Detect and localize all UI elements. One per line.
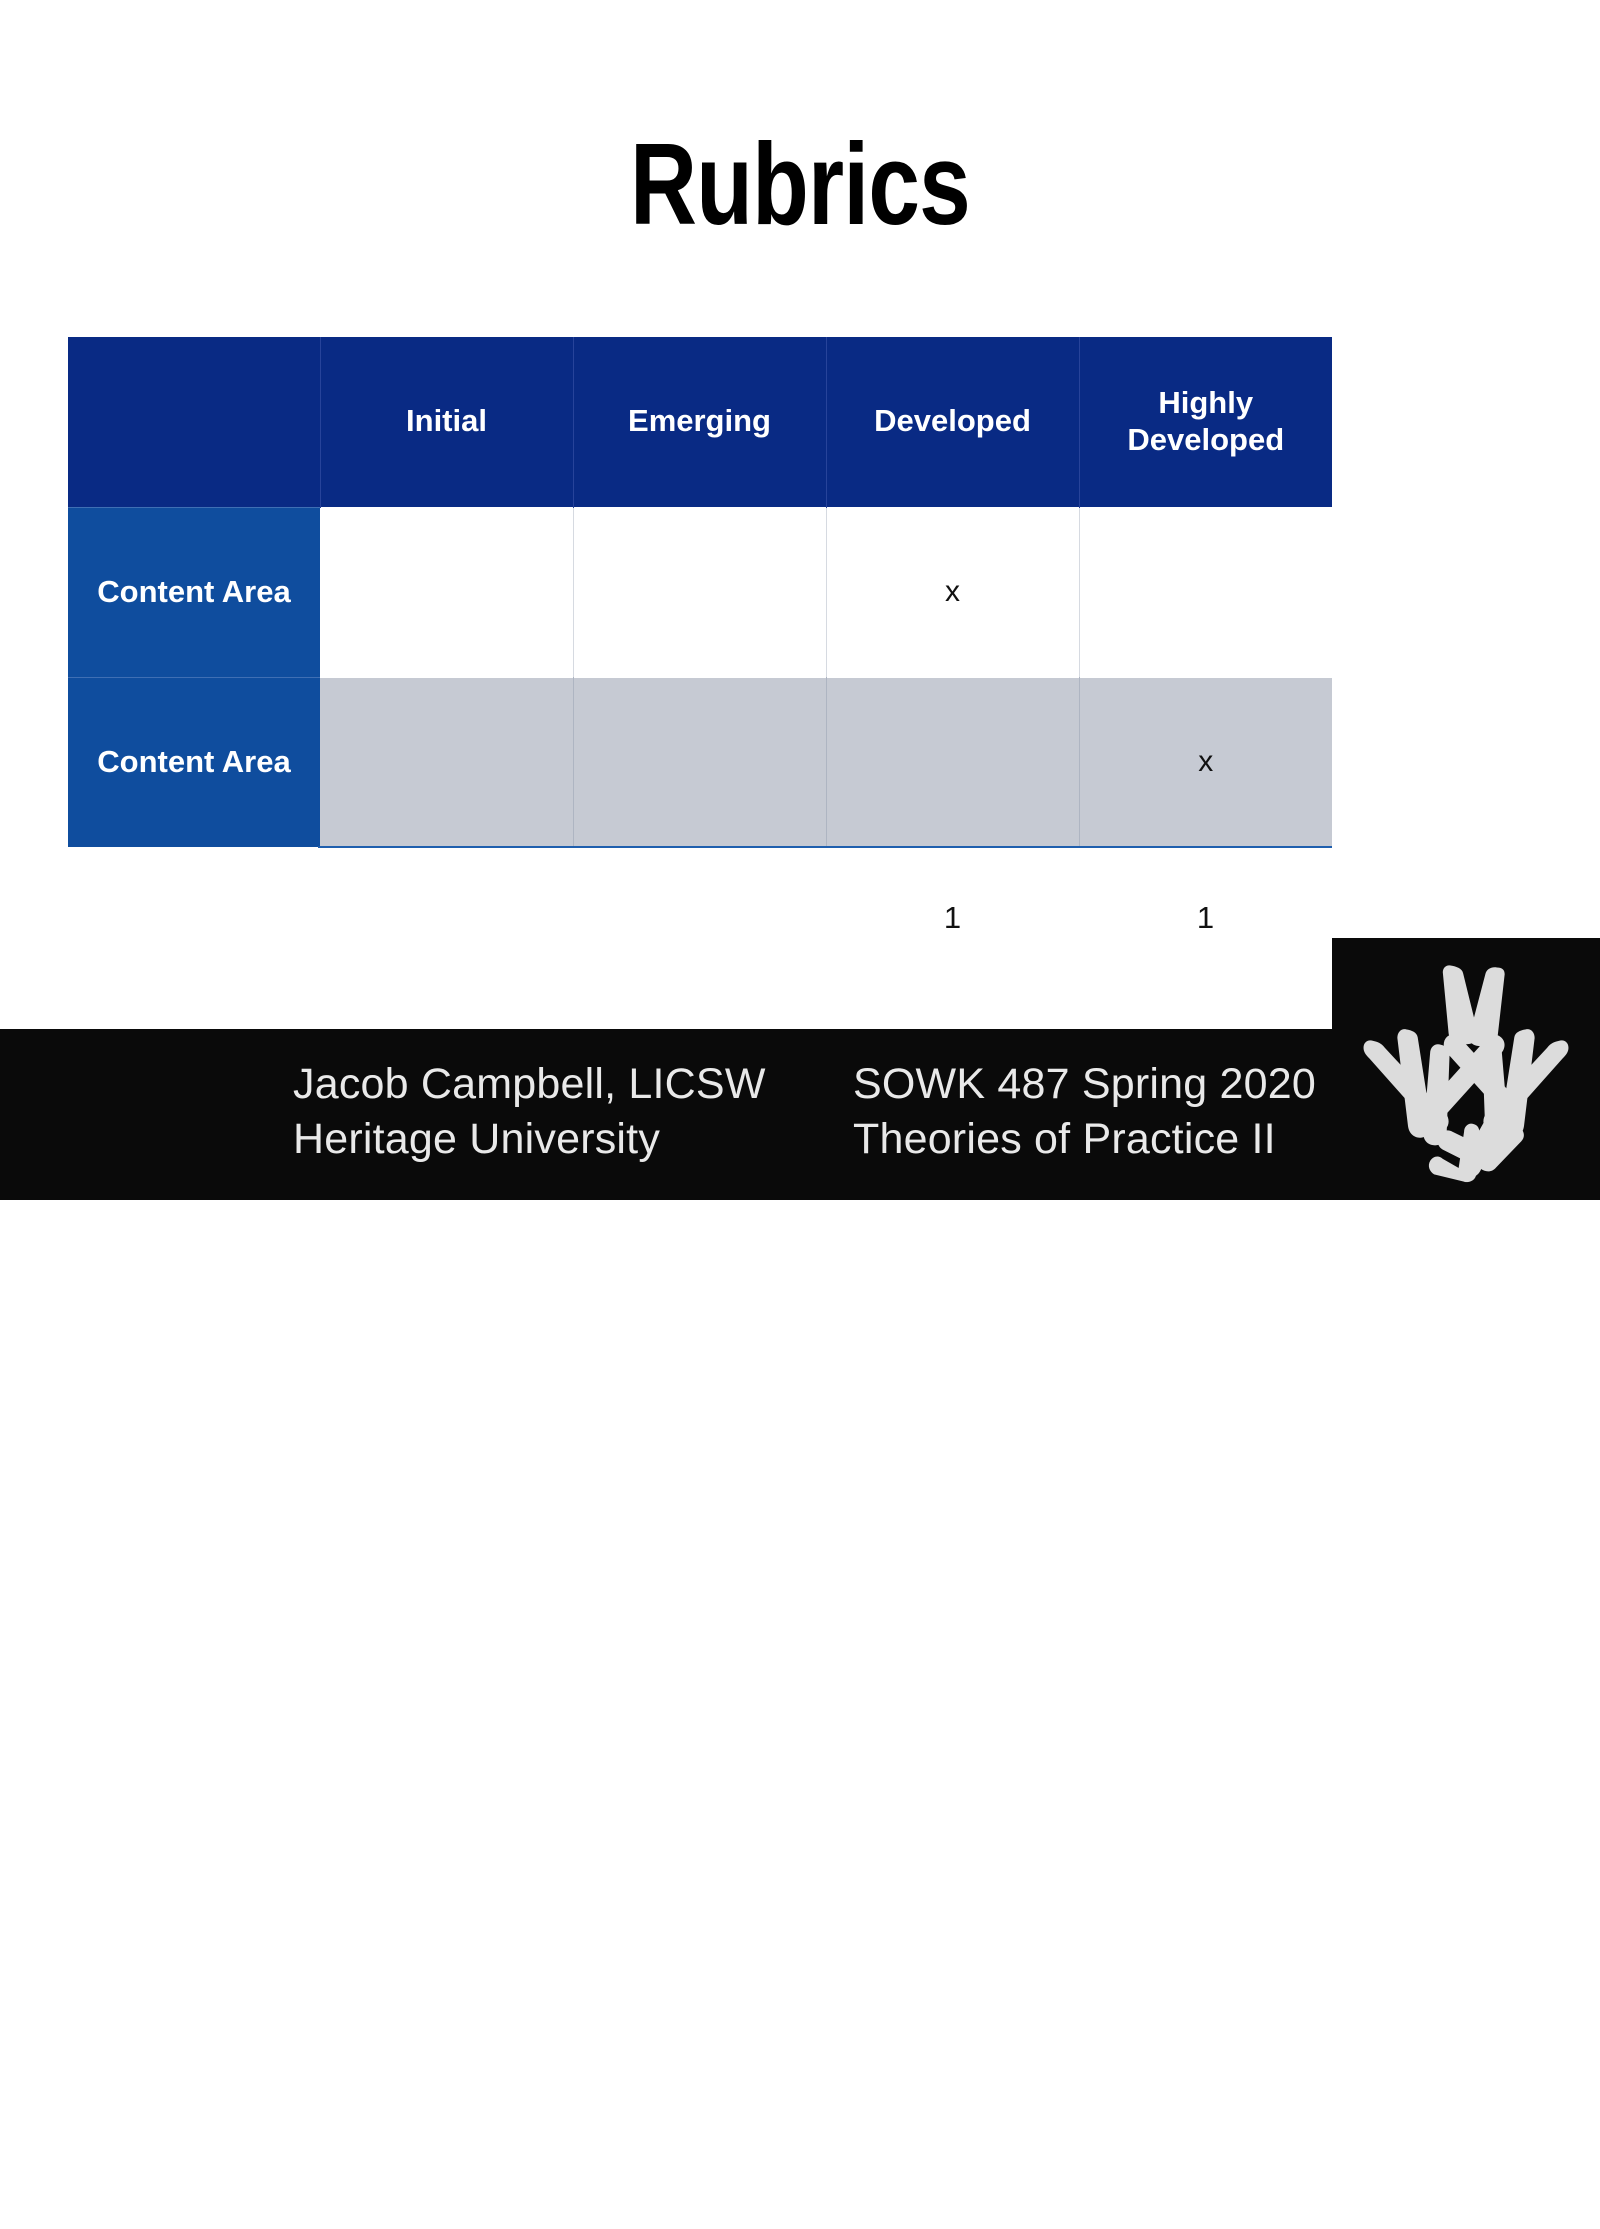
footer-course-code: SOWK 487 Spring 2020	[853, 1060, 1316, 1108]
rubric-table: Initial Emerging Developed Highly Develo…	[68, 337, 1332, 847]
footer-presenter: Jacob Campbell, LICSW Heritage Universit…	[293, 1057, 766, 1166]
table-row: Content Area x	[68, 676, 1332, 847]
rubric-column-initial: Initial	[320, 337, 574, 507]
footer-divider-right	[910, 2058, 911, 2229]
footer-presenter-name: Jacob Campbell, LICSW	[293, 1060, 766, 1108]
totals-spacer	[68, 900, 320, 936]
total-highly-developed: 1	[1196, 900, 1215, 935]
total-emerging	[573, 900, 826, 936]
rubric-column-emerging: Emerging	[573, 337, 827, 507]
total-initial	[320, 900, 573, 936]
footer-course: SOWK 487 Spring 2020 Theories of Practic…	[853, 1057, 1316, 1166]
footer-presenter-institution: Heritage University	[293, 1114, 661, 1163]
rubric-bottom-rule	[318, 846, 1332, 848]
rubric-cell-r2-highly-developed[interactable]: x	[1079, 676, 1332, 847]
rubric-cell-r1-emerging[interactable]	[573, 506, 827, 677]
logo-block	[1332, 938, 1600, 1200]
table-row: Content Area x	[68, 506, 1332, 677]
rubric-totals-row: 1 1	[68, 900, 1332, 936]
rubric-cell-r1-initial[interactable]	[320, 506, 574, 677]
rubric-cell-r2-initial[interactable]	[320, 676, 574, 847]
footer-divider-left	[440, 2058, 441, 2229]
rubric-cell-r1-developed[interactable]: x	[826, 506, 1080, 677]
footer: Jacob Campbell, LICSW Heritage Universit…	[0, 1029, 1600, 2229]
rubric-row-label-2: Content Area	[68, 676, 320, 847]
heritage-university-logo-icon	[1363, 965, 1569, 1183]
page-title: Rubrics	[630, 119, 971, 249]
rubric-corner-cell	[68, 337, 321, 507]
rubric-row-label-1: Content Area	[68, 506, 320, 677]
rubric-cell-r2-developed[interactable]	[826, 676, 1080, 847]
rubric-column-highly-developed: Highly Developed	[1079, 337, 1332, 507]
rubric-cell-r2-emerging[interactable]	[573, 676, 827, 847]
rubric-cell-r1-highly-developed[interactable]	[1079, 506, 1332, 677]
total-developed: 1	[943, 900, 962, 935]
rubric-header-row: Initial Emerging Developed Highly Develo…	[68, 337, 1332, 507]
rubric-column-developed: Developed	[826, 337, 1080, 507]
footer-course-title: Theories of Practice II	[853, 1114, 1276, 1163]
